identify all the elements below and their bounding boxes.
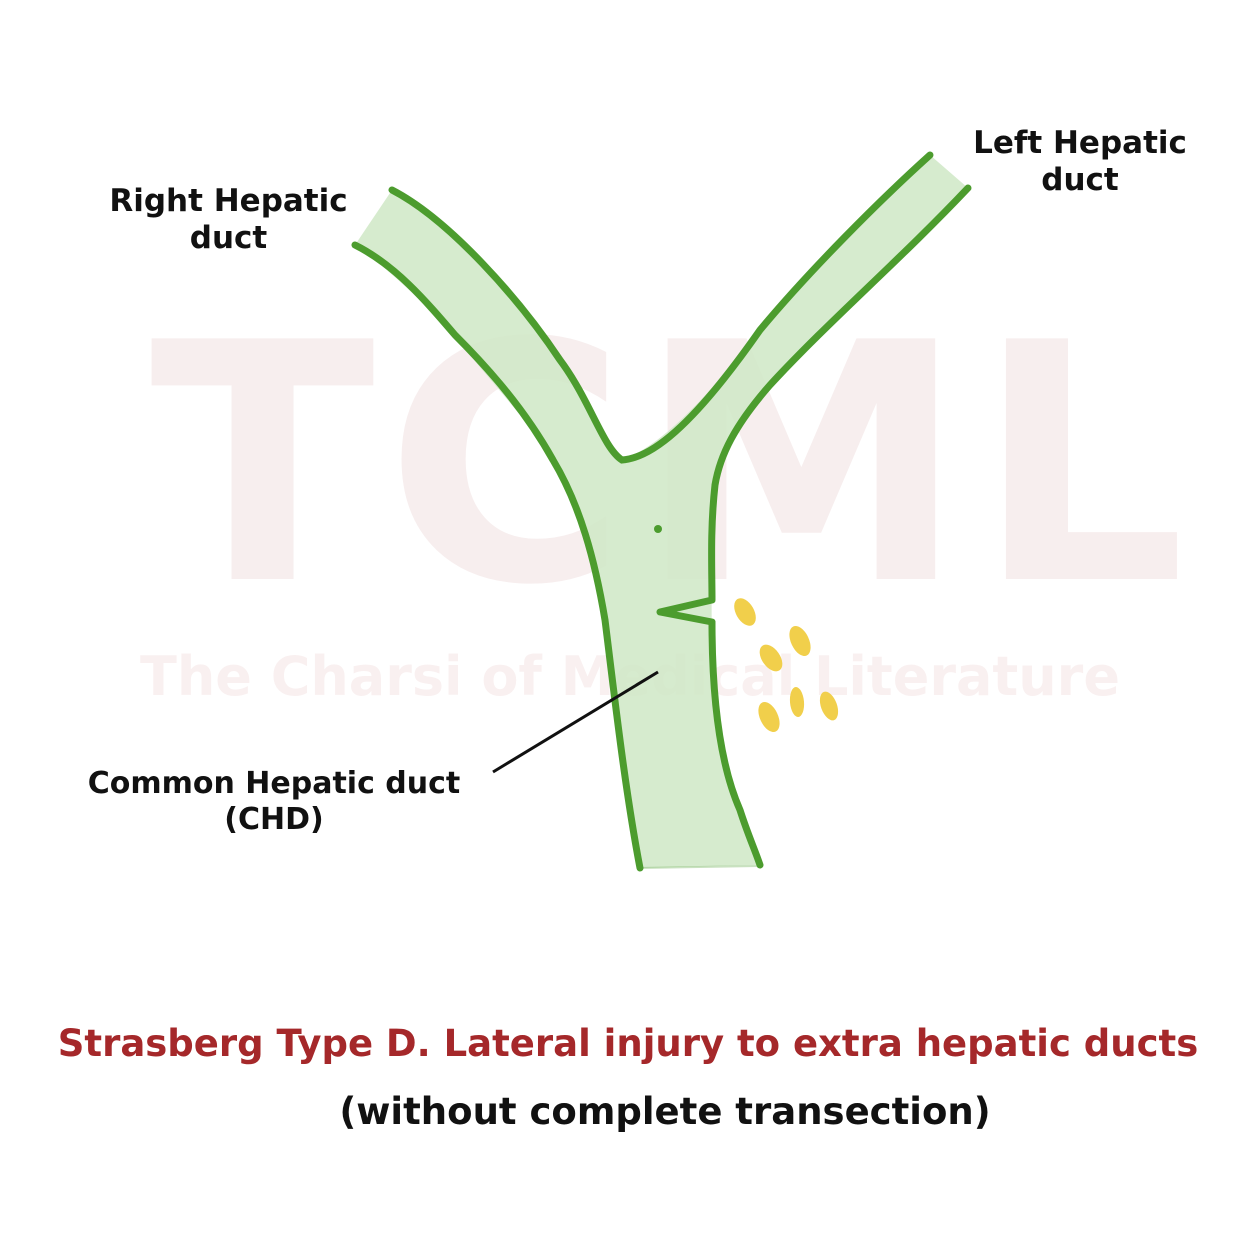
bile-leak <box>734 598 839 732</box>
caption-title: Strasberg Type D. Lateral injury to extr… <box>57 1022 1199 1065</box>
left-hepatic-duct-label: Left Hepatic duct <box>955 125 1205 199</box>
common-hepatic-duct-label: Common Hepatic duct (CHD) <box>56 766 492 838</box>
right-hepatic-line-2: duct <box>189 220 268 257</box>
right-hepatic-line-1: Right Hepatic <box>109 183 348 219</box>
bile-droplet <box>734 598 756 626</box>
common-hepatic-line-1: Common Hepatic duct <box>87 766 461 801</box>
left-hepatic-line-2: duct <box>1041 162 1119 199</box>
duct-outline-crotch <box>388 151 934 464</box>
common-hepatic-line-2: (CHD) <box>224 802 324 837</box>
caption-subtitle: (without complete transection) <box>339 1090 991 1133</box>
bile-droplet <box>819 691 839 721</box>
duct-outline-right <box>656 184 972 869</box>
bile-droplet <box>789 687 805 717</box>
duct-dot <box>654 525 662 533</box>
duct-bottom-edge <box>639 865 759 869</box>
bile-droplet <box>789 626 811 656</box>
bile-droplet <box>759 644 783 672</box>
duct-fill <box>355 155 968 868</box>
left-hepatic-line-1: Left Hepatic <box>973 125 1187 161</box>
bile-droplet <box>758 702 780 732</box>
chd-leader-line <box>492 670 659 774</box>
duct-outline-left <box>351 241 644 872</box>
right-hepatic-duct-label: Right Hepatic duct <box>96 183 361 257</box>
